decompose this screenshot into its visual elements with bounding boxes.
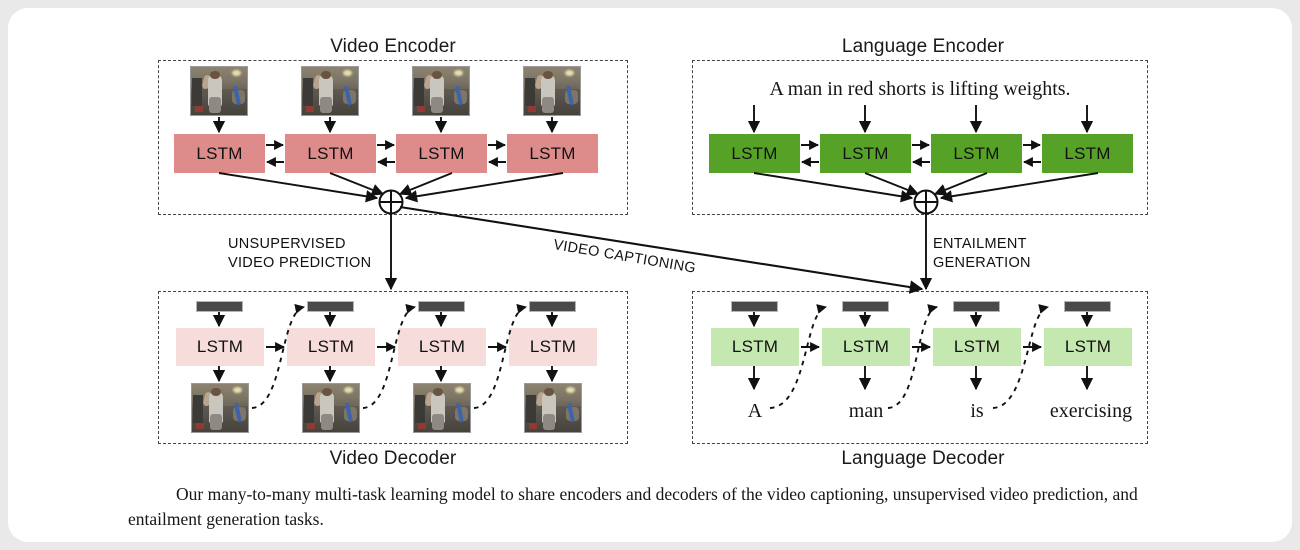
video-encoder-frame-2 [301, 66, 359, 116]
video-encoder-frame-3 [412, 66, 470, 116]
video-decoder-input-bar-4 [529, 301, 576, 312]
language-encoder-lstm-4[interactable]: LSTM [1042, 134, 1133, 173]
video-encoder-title: Video Encoder [330, 36, 456, 57]
video-encoder-lstm-3[interactable]: LSTM [396, 134, 487, 173]
language-decoder-word-4: exercising [1049, 400, 1133, 422]
language-decoder-lstm-3[interactable]: LSTM [933, 328, 1021, 366]
language-decoder-word-3: is [970, 400, 984, 422]
video-decoder-frame-1 [191, 383, 249, 433]
task-label-line1: ENTAILMENT [933, 236, 1027, 252]
video-encoder-lstm-2[interactable]: LSTM [285, 134, 376, 173]
video-decoder-lstm-3[interactable]: LSTM [398, 328, 486, 366]
language-decoder-lstm-2[interactable]: LSTM [822, 328, 910, 366]
language-encoder-lstm-1[interactable]: LSTM [709, 134, 800, 173]
task-label-line2: GENERATION [933, 255, 1031, 271]
video-encoder-frame-1 [190, 66, 248, 116]
video-decoder-module[interactable] [158, 291, 628, 444]
language-encoder-lstm-2[interactable]: LSTM [820, 134, 911, 173]
video-decoder-input-bar-3 [418, 301, 465, 312]
figure-caption: Our many-to-many multi-task learning mod… [128, 484, 1138, 529]
video-decoder-frame-3 [413, 383, 471, 433]
video-decoder-title: Video Decoder [329, 448, 457, 469]
video-encoder-module[interactable] [158, 60, 628, 215]
arrow-video-captioning [399, 205, 924, 294]
task-label-entailment-generation: ENTAILMENT GENERATION [933, 235, 1031, 273]
video-encoder-lstm-1[interactable]: LSTM [174, 134, 265, 173]
task-label-line1: UNSUPERVISED [228, 236, 346, 252]
task-label-video-captioning: VIDEO CAPTIONING [552, 236, 697, 279]
video-decoder-frame-4 [524, 383, 582, 433]
language-decoder-lstm-1[interactable]: LSTM [711, 328, 799, 366]
language-decoder-word-1: A [747, 400, 763, 422]
video-decoder-lstm-2[interactable]: LSTM [287, 328, 375, 366]
task-label-line1: VIDEO CAPTIONING [552, 236, 698, 277]
video-encoder-lstm-4[interactable]: LSTM [507, 134, 598, 173]
video-decoder-lstm-4[interactable]: LSTM [509, 328, 597, 366]
language-decoder-input-bar-1 [731, 301, 778, 312]
language-decoder-input-bar-4 [1064, 301, 1111, 312]
task-label-line2: VIDEO PREDICTION [228, 255, 372, 271]
language-decoder-input-bar-3 [953, 301, 1000, 312]
language-decoder-lstm-4[interactable]: LSTM [1044, 328, 1132, 366]
video-decoder-lstm-1[interactable]: LSTM [176, 328, 264, 366]
video-encoder-frame-4 [523, 66, 581, 116]
task-label-unsupervised-video-prediction: UNSUPERVISED VIDEO PREDICTION [228, 235, 371, 273]
video-decoder-input-bar-2 [307, 301, 354, 312]
language-encoder-sentence: A man in red shorts is lifting weights. [769, 78, 1071, 100]
language-decoder-input-bar-2 [842, 301, 889, 312]
figure-card: Video Encoder Language Encoder Video Dec… [8, 8, 1292, 542]
video-decoder-input-bar-1 [196, 301, 243, 312]
language-encoder-title: Language Encoder [841, 36, 1005, 57]
language-decoder-word-2: man [848, 400, 884, 422]
diagram-stage: Video Encoder Language Encoder Video Dec… [8, 8, 1292, 542]
language-decoder-title: Language Decoder [841, 448, 1005, 469]
video-decoder-frame-2 [302, 383, 360, 433]
language-encoder-lstm-3[interactable]: LSTM [931, 134, 1022, 173]
